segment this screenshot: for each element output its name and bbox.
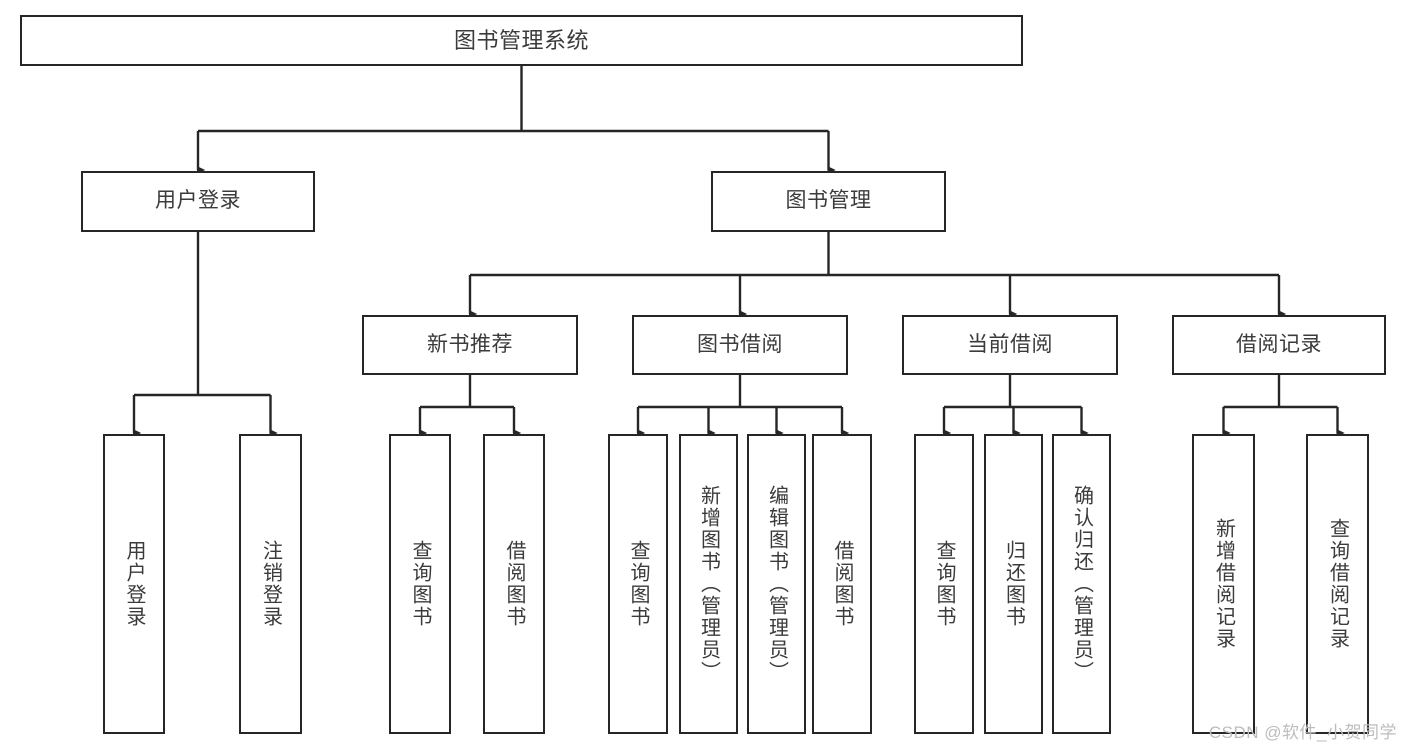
node-label: 用户登录 <box>123 540 145 628</box>
leaf-add-borrow-record[interactable]: 新增借阅记录 <box>1192 434 1255 734</box>
leaf-borrow-book[interactable]: 借阅图书 <box>812 434 872 734</box>
node-new-book-recommend[interactable]: 新书推荐 <box>362 315 578 375</box>
node-label: 图书借阅 <box>697 332 783 356</box>
node-label: 确认归还（管理员） <box>1070 485 1093 683</box>
node-label: 借阅图书 <box>503 540 525 628</box>
node-label: 当前借阅 <box>967 332 1053 356</box>
node-label: 借阅记录 <box>1236 332 1322 356</box>
leaf-add-book-admin[interactable]: 新增图书（管理员） <box>679 434 738 734</box>
leaf-borrow-book-recommend[interactable]: 借阅图书 <box>483 434 545 734</box>
node-label: 注销登录 <box>259 540 282 628</box>
node-borrow-record[interactable]: 借阅记录 <box>1172 315 1386 375</box>
leaf-query-borrow-record[interactable]: 查询借阅记录 <box>1306 434 1369 734</box>
node-label: 查询图书 <box>933 540 955 628</box>
node-label: 查询借阅记录 <box>1326 518 1349 650</box>
node-label: 新书推荐 <box>427 332 513 356</box>
node-root-system[interactable]: 图书管理系统 <box>20 15 1023 66</box>
node-current-borrow[interactable]: 当前借阅 <box>902 315 1118 375</box>
node-book-borrow[interactable]: 图书借阅 <box>632 315 848 375</box>
csdn-watermark: CSDN @软件_小贺同学 <box>1208 723 1397 742</box>
leaf-query-book-recommend[interactable]: 查询图书 <box>389 434 451 734</box>
leaf-return-book[interactable]: 归还图书 <box>984 434 1043 734</box>
node-label: 用户登录 <box>155 189 241 213</box>
leaf-user-logout[interactable]: 注销登录 <box>239 434 302 734</box>
node-label: 新增借阅记录 <box>1212 518 1235 650</box>
leaf-query-book-current[interactable]: 查询图书 <box>914 434 974 734</box>
node-label: 新增图书（管理员） <box>697 485 720 683</box>
node-label: 查询图书 <box>409 540 431 628</box>
node-user-login[interactable]: 用户登录 <box>81 171 315 232</box>
node-label: 归还图书 <box>1002 540 1025 628</box>
node-label: 编辑图书（管理员） <box>765 485 788 683</box>
node-label: 借阅图书 <box>831 540 853 628</box>
leaf-edit-book-admin[interactable]: 编辑图书（管理员） <box>747 434 806 734</box>
node-book-management[interactable]: 图书管理 <box>711 171 946 232</box>
leaf-user-login[interactable]: 用户登录 <box>103 434 165 734</box>
node-label: 图书管理系统 <box>453 27 589 53</box>
leaf-confirm-return-admin[interactable]: 确认归还（管理员） <box>1052 434 1111 734</box>
leaf-query-book-borrow[interactable]: 查询图书 <box>608 434 668 734</box>
edges-group <box>132 66 1345 437</box>
node-label: 图书管理 <box>785 189 872 213</box>
node-label: 查询图书 <box>627 540 649 628</box>
